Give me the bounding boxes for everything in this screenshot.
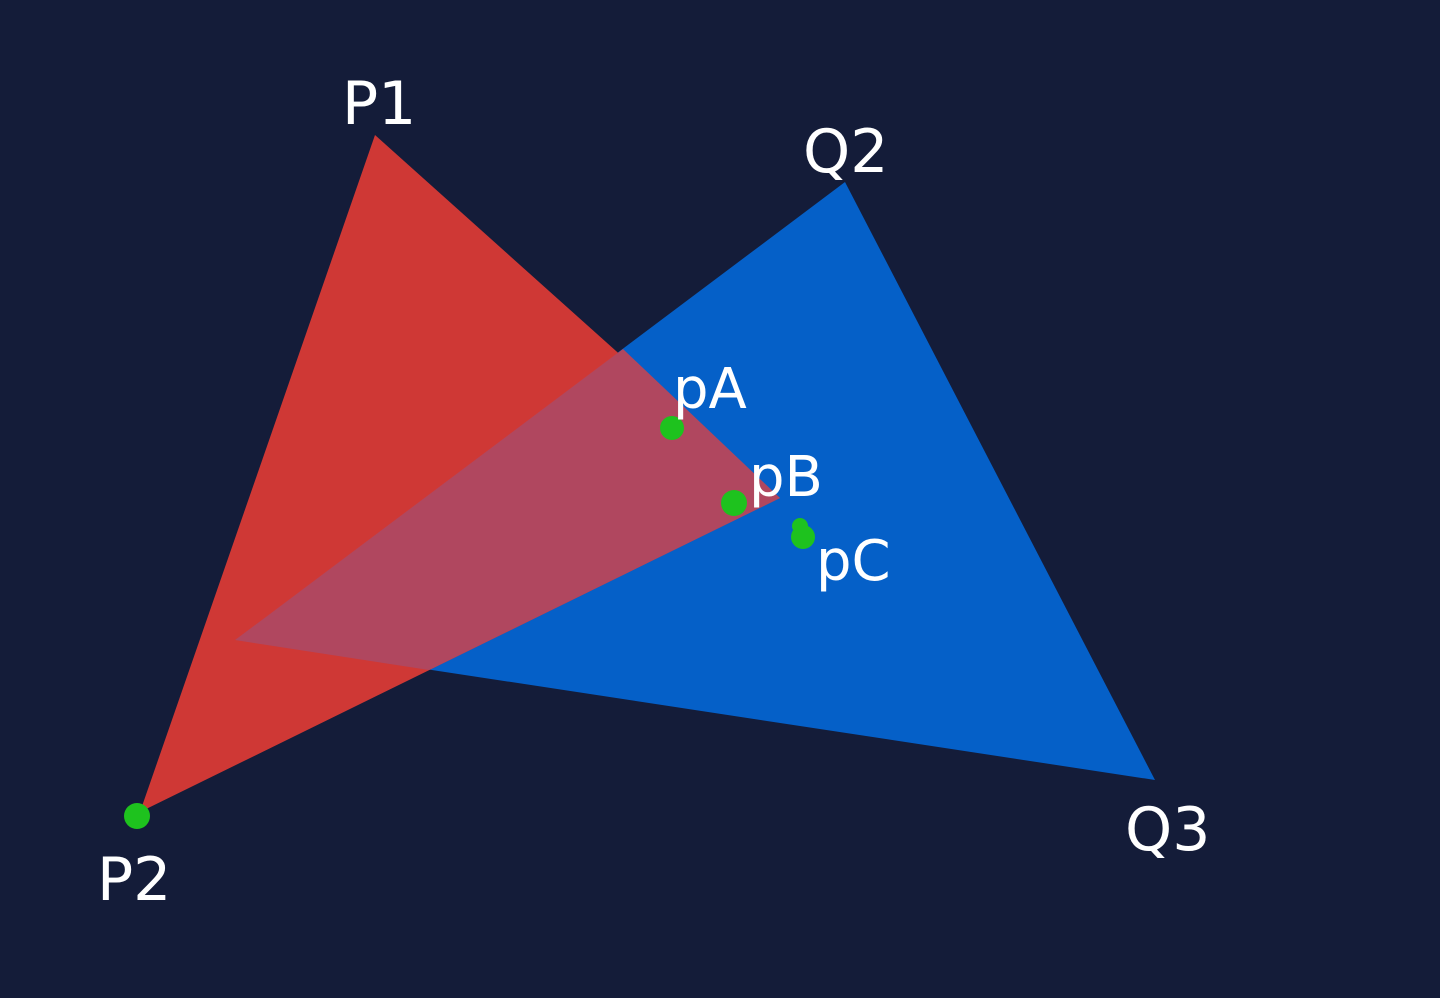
point-label-pb: pB bbox=[749, 445, 823, 510]
point-label-pa: pA bbox=[673, 357, 747, 422]
vertex-label-p1: P1 bbox=[342, 69, 416, 139]
vertex-label-q3: Q3 bbox=[1125, 795, 1210, 865]
point-marker-pc bbox=[791, 525, 815, 549]
overlap-region bbox=[235, 349, 780, 670]
point-marker-pa bbox=[660, 416, 684, 440]
point-label-pc: pC bbox=[816, 529, 891, 594]
vertex-label-p2: P2 bbox=[97, 845, 171, 915]
point-marker-p2 bbox=[124, 803, 150, 829]
point-marker-pb bbox=[721, 490, 747, 516]
vertex-label-q2: Q2 bbox=[803, 117, 888, 187]
